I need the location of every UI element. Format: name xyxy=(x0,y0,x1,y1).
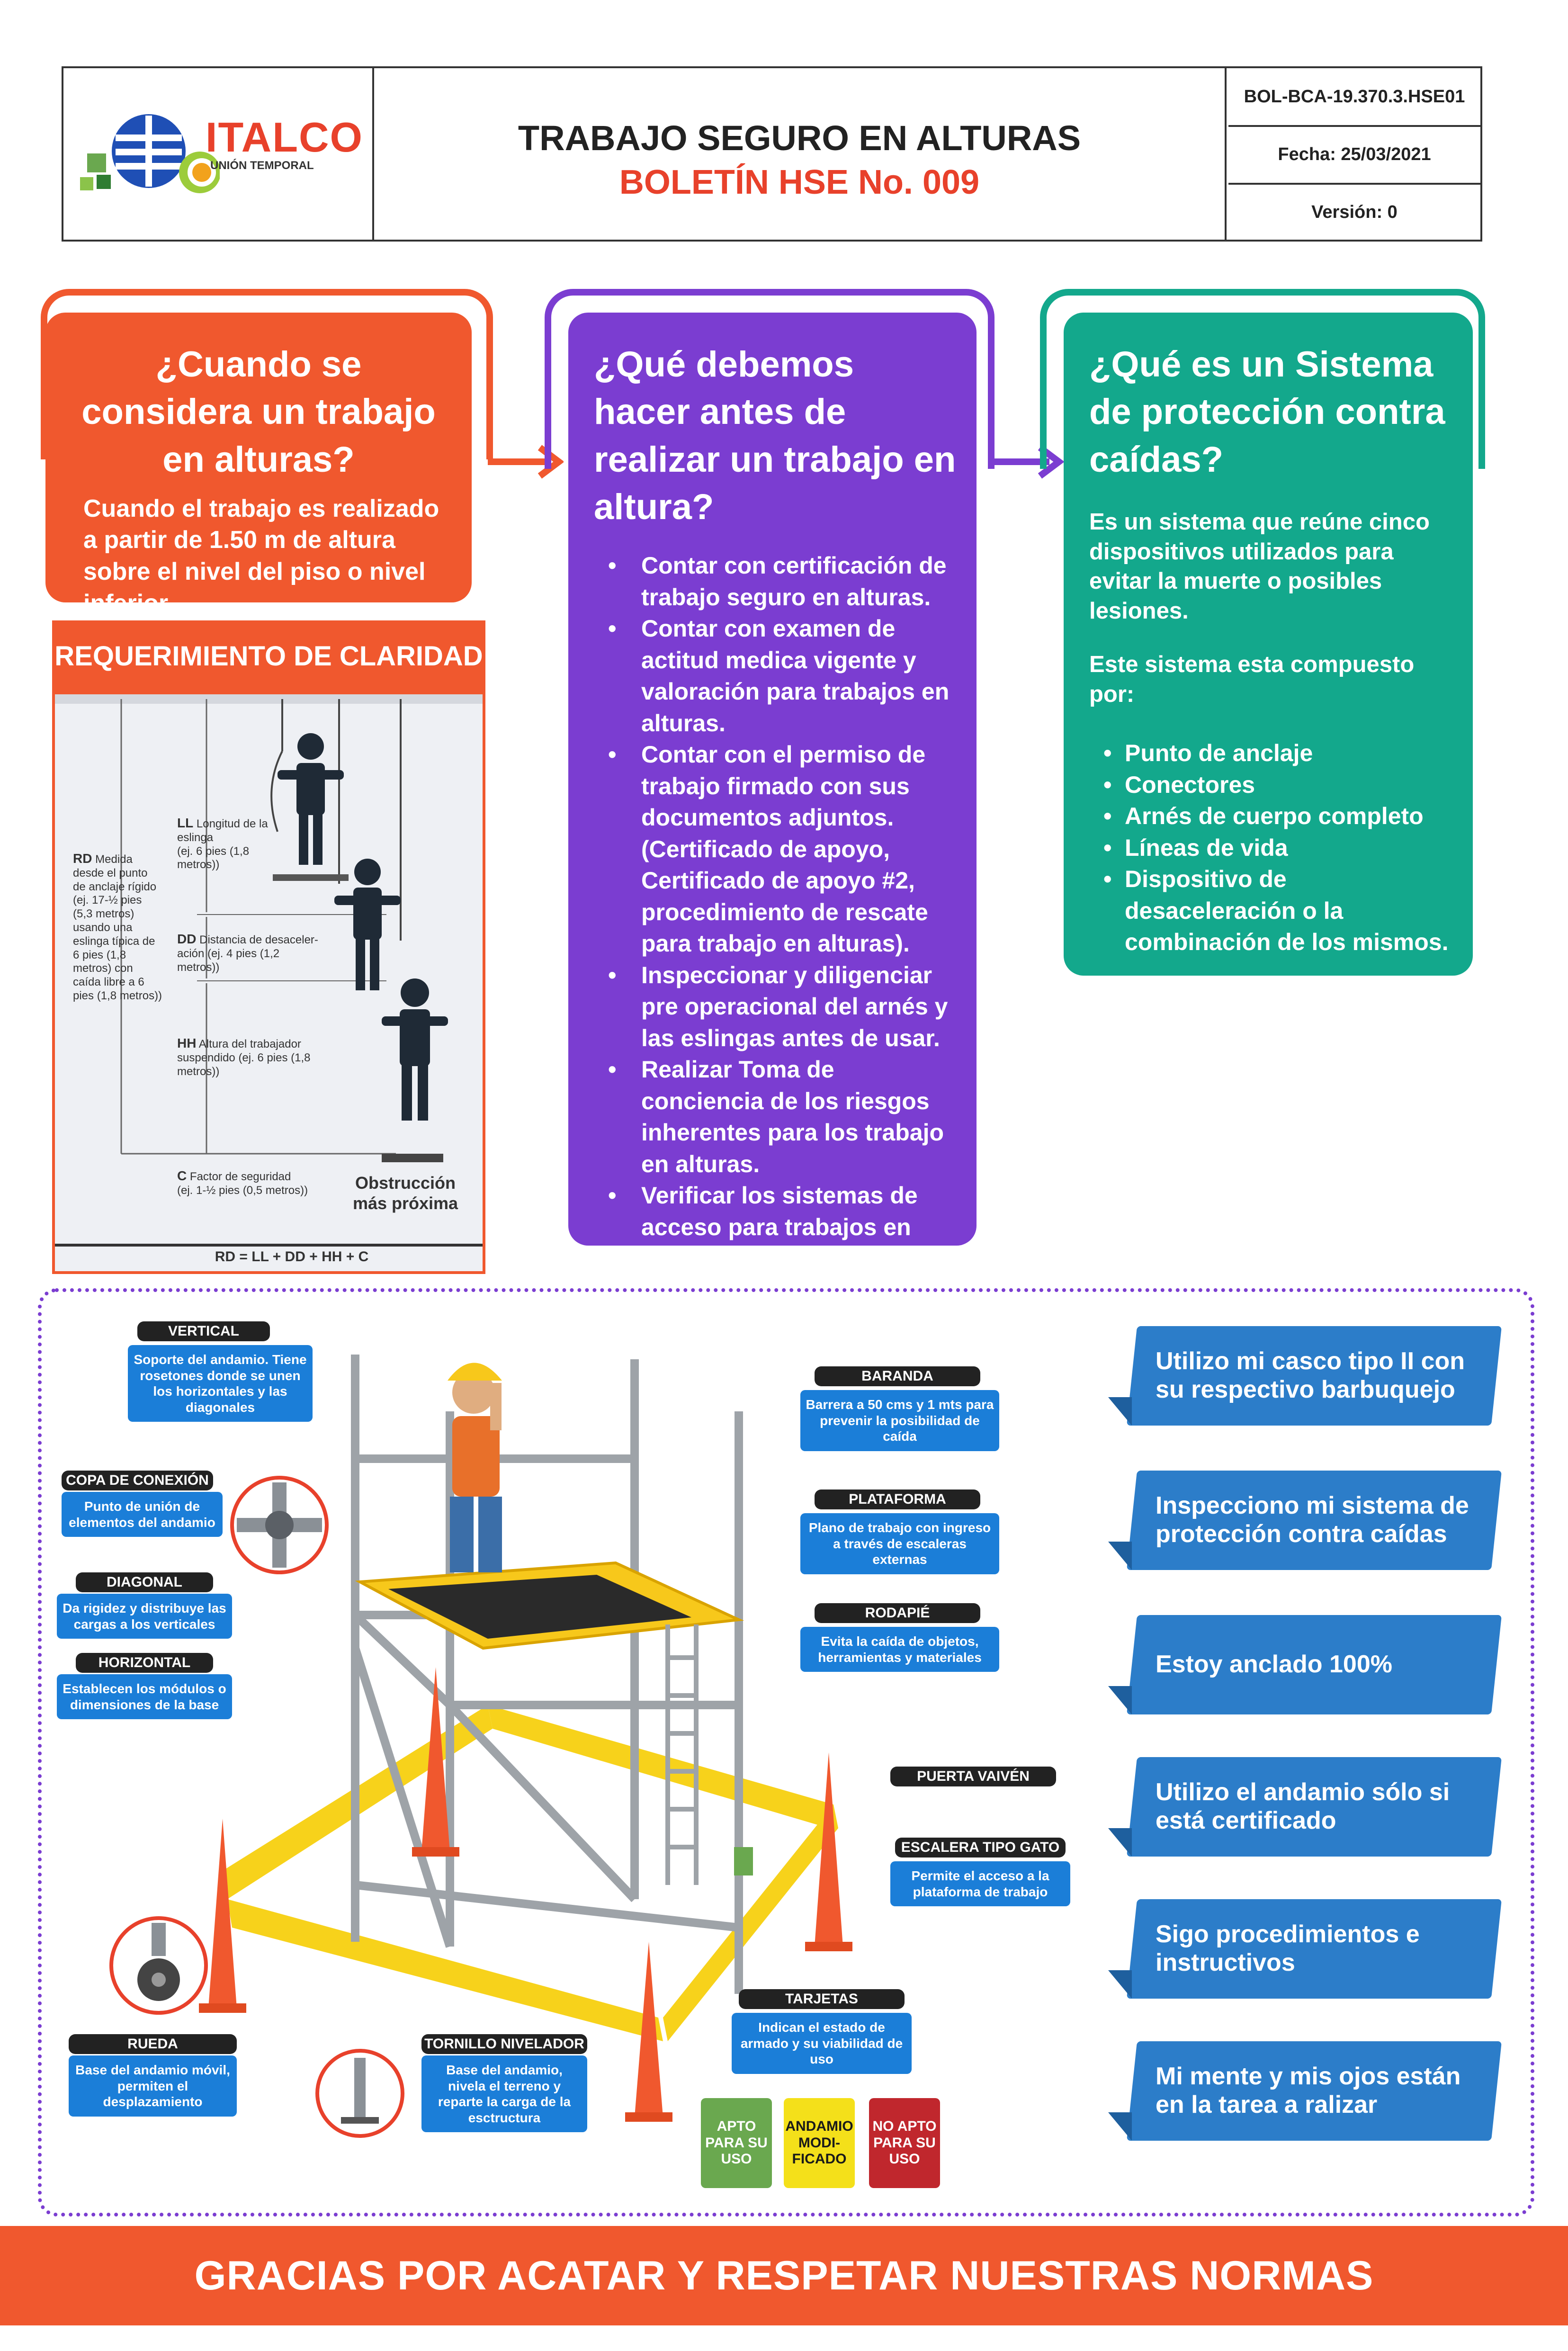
list-item: Contar con certificación de trabajo segu… xyxy=(594,550,958,613)
fall-clearance-illustration xyxy=(55,694,483,1247)
dd-label: DD Distancia de desaceler- ación (ej. 4 … xyxy=(177,932,318,974)
banner-inspect-text: Inspecciono mi sistema de protección con… xyxy=(1156,1492,1469,1548)
list-item: Contar con examen de actitud medica vige… xyxy=(594,613,958,739)
banner-certified-text: Utilizo el andamio sólo si está certific… xyxy=(1156,1778,1450,1834)
connection-cup-tag: COPA DE CONEXIÓN xyxy=(62,1471,213,1490)
card3-intro: Es un sistema que reúne cinco dispositiv… xyxy=(1089,509,1430,624)
tags-description: Indican el estado de armado y su viabili… xyxy=(732,2013,912,2074)
railing-tag: BARANDA xyxy=(815,1366,980,1386)
diagonal-description: Da rigidez y distribuye las cargas a los… xyxy=(57,1594,232,1639)
ladder-description: Permite el acceso a la plataforma de tra… xyxy=(890,1861,1070,1907)
document-header: ITALCO UNIÓN TEMPORAL TRABAJO SEGURO EN … xyxy=(62,66,1482,242)
connection-cup-description: Punto de unión de elementos del andamio xyxy=(62,1492,223,1537)
tags-tag: TARJETAS xyxy=(739,1989,905,2009)
status-card-not-fit: NO APTO PARA SU USO xyxy=(869,2098,940,2188)
banner-tail xyxy=(1108,1828,1132,1857)
wheel-icon xyxy=(109,1916,208,2015)
card-fall-protection: ¿Qué es un Sistema de protección contra … xyxy=(1064,313,1473,976)
card3-title: ¿Qué es un Sistema de protección contra … xyxy=(1089,344,1445,480)
card1-body: Cuando el trabajo es realizado a partir … xyxy=(83,494,439,617)
banner-focus-text: Mi mente y mis ojos están en la tarea a … xyxy=(1156,2063,1461,2118)
tag-icon xyxy=(734,1847,753,1875)
toeboard-tag: RODAPIÉ xyxy=(815,1603,980,1623)
card2-list: Contar con certificación de trabajo segu… xyxy=(594,550,958,1306)
list-item: Líneas de vida xyxy=(1089,832,1454,864)
platform-description: Plano de trabajo con ingreso a través de… xyxy=(800,1513,999,1574)
obstruction-label: Obstrucción más próxima xyxy=(352,1173,458,1213)
horizontal-description: Establecen los módulos o dimensiones de … xyxy=(57,1674,232,1720)
toeboard-description: Evita la caída de objetos, herramientas … xyxy=(800,1627,999,1672)
list-item: Inspeccionar y diligenciar pre operacion… xyxy=(594,960,958,1054)
title-cell: TRABAJO SEGURO EN ALTURAS BOLETÍN HSE No… xyxy=(374,68,1227,240)
leveling-screw-icon xyxy=(315,2049,404,2138)
leveling-screw-description: Base del andamio, nivela el terreno y re… xyxy=(421,2055,587,2133)
swing-gate-tag: PUERTA VAIVÉN xyxy=(890,1767,1056,1786)
ladder-tag: ESCALERA TIPO GATO xyxy=(895,1838,1066,1857)
banner-tail xyxy=(1108,1970,1132,1999)
card3-list: Punto de anclaje Conectores Arnés de cue… xyxy=(1089,737,1454,958)
card3-intro2: Este sistema esta compuesto por: xyxy=(1089,651,1415,707)
list-item: Punto de anclaje xyxy=(1089,737,1454,769)
list-item: Realizar Toma de conciencia de los riesg… xyxy=(594,1054,958,1180)
worker-icon xyxy=(448,1363,502,1572)
logo-name: ITALCO xyxy=(206,114,363,161)
logo-cell: ITALCO UNIÓN TEMPORAL xyxy=(63,68,374,240)
card-heights-definition: ¿Cuando se considera un trabajo en altur… xyxy=(45,313,472,617)
scaffold-section xyxy=(38,1288,1534,2216)
card2-title: ¿Qué debemos hacer antes de realizar un … xyxy=(594,344,956,527)
vertical-tag: VERTICAL xyxy=(137,1321,270,1341)
document-date: Fecha: 25/03/2021 xyxy=(1228,126,1480,185)
banner-tail xyxy=(1108,2112,1132,2141)
list-item: Dispositivo de desaceleración o la combi… xyxy=(1089,863,1454,958)
card2-frame xyxy=(545,289,995,469)
platform-tag: PLATAFORMA xyxy=(815,1490,980,1509)
card1-title: ¿Cuando se considera un trabajo en altur… xyxy=(81,344,436,480)
horizontal-tag: HORIZONTAL xyxy=(76,1653,213,1673)
c-label: C Factor de seguridad(ej. 1-½ pies (0,5 … xyxy=(177,1168,308,1197)
card-before-work: ¿Qué debemos hacer antes de realizar un … xyxy=(568,313,977,1303)
status-card-fit: APTO PARA SU USO xyxy=(701,2098,772,2188)
scaffold-frame-icon xyxy=(351,1355,743,1994)
list-item: Contar con el permiso de trabajo firmado… xyxy=(594,739,958,960)
clearance-heading: REQUERIMIENTO DE CLARIDAD xyxy=(52,620,485,691)
banner-tail xyxy=(1108,1686,1132,1714)
banner-anchored-text: Estoy anclado 100% xyxy=(1156,1651,1392,1678)
card3-frame xyxy=(1040,289,1485,469)
clearance-formula: RD = LL + DD + HH + C xyxy=(215,1249,369,1265)
status-card-modified: ANDAMIO MODI- FICADO xyxy=(784,2098,855,2188)
connection-cup-icon xyxy=(230,1476,329,1574)
footer-message: GRACIAS POR ACATAR Y RESPETAR NUESTRAS N… xyxy=(0,2226,1568,2325)
banner-helmet-text: Utilizo mi casco tipo II con su respecti… xyxy=(1156,1347,1465,1403)
scaffold-illustration xyxy=(199,1355,852,2122)
railing-description: Barrera a 50 cms y 1 mts para prevenir l… xyxy=(800,1390,999,1451)
document-code: BOL-BCA-19.370.3.HSE01 xyxy=(1228,68,1480,127)
banner-tail xyxy=(1108,1397,1132,1426)
clearance-diagram: LL Longitud de la eslinga(ej. 6 pies (1,… xyxy=(52,691,485,1274)
logo-subtitle: UNIÓN TEMPORAL xyxy=(210,159,314,172)
italco-logo-icon xyxy=(80,114,220,193)
list-item: Conectores xyxy=(1089,769,1454,801)
list-item: Verificar los sistemas de acceso para tr… xyxy=(594,1180,958,1306)
diagonal-tag: DIAGONAL xyxy=(76,1572,213,1592)
vertical-description: Soporte del andamio. Tiene rosetones don… xyxy=(128,1345,313,1422)
document-version: Versión: 0 xyxy=(1311,202,1398,222)
meta-cell: BOL-BCA-19.370.3.HSE01 Fecha: 25/03/2021… xyxy=(1228,68,1480,240)
hh-label: HH Altura del trabajador suspendido (ej.… xyxy=(177,1036,311,1078)
list-item: Arnés de cuerpo completo xyxy=(1089,800,1454,832)
banner-tail xyxy=(1108,1542,1132,1570)
bulletin-number: BOLETÍN HSE No. 009 xyxy=(619,163,980,201)
wheel-description: Base del andamio móvil, permiten el desp… xyxy=(69,2055,237,2117)
leveling-screw-tag: TORNILLO NIVELADOR xyxy=(421,2034,587,2054)
wheel-tag: RUEDA xyxy=(69,2034,237,2054)
ll-label: LL Longitud de la eslinga(ej. 6 pies (1,… xyxy=(177,816,268,871)
banner-procedures-text: Sigo procedimientos e instructivos xyxy=(1156,1920,1420,1976)
safety-cone-icon xyxy=(199,1667,852,2122)
document-title: TRABAJO SEGURO EN ALTURAS xyxy=(518,118,1081,158)
rd-label: RD Medida desde el punto de anclaje rígi… xyxy=(73,851,162,1002)
